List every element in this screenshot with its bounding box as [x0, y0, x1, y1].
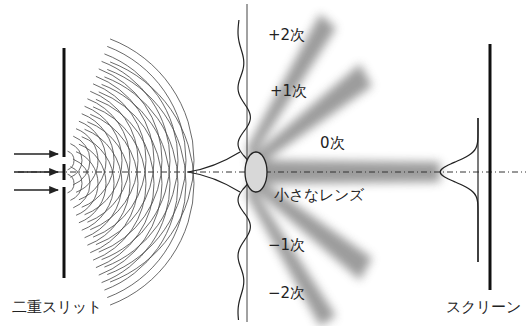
wavefront-arc [104, 54, 178, 267]
wavefront-arc [110, 39, 194, 282]
wavefront-arc [96, 99, 154, 267]
order-label: −1次 [268, 236, 305, 254]
wavefront-arc [99, 92, 162, 275]
wavefront-arc [68, 174, 74, 193]
part-label: 二重スリット [12, 298, 102, 316]
incident-arrows [14, 154, 58, 190]
order-label: −2次 [268, 284, 305, 302]
wavefronts [68, 39, 194, 305]
wavefront-arc [102, 84, 170, 282]
wavefront-arc [110, 62, 194, 305]
screen [489, 44, 492, 290]
part-label: スクリーン [446, 298, 521, 316]
screen-intensity-peak [440, 118, 478, 262]
order-label: 0次 [320, 134, 345, 152]
order-label: +2次 [268, 26, 305, 44]
wavefront-arc [96, 76, 154, 244]
wavefront-arc [82, 114, 114, 208]
wavefront-arc [104, 77, 178, 290]
wavefront-arc [93, 107, 146, 260]
double-slit [63, 48, 66, 278]
wavefront-arc [79, 144, 106, 223]
wavefront-arc [93, 84, 146, 237]
wavefront-arc [90, 114, 138, 252]
wavefront-arc [73, 159, 90, 208]
wavefront-arc [82, 137, 114, 231]
wavefront-arc [70, 167, 82, 201]
optical-axis [18, 172, 526, 173]
wavefront-arc [107, 46, 186, 274]
order-label: 小さなレンズ [274, 186, 364, 204]
central-peak [188, 152, 240, 192]
wavefront-arc [107, 69, 186, 297]
wavefront-arc [85, 129, 122, 237]
wavefront-arc [76, 152, 98, 216]
wavefront-arc [76, 129, 98, 193]
minus-two-beam [246, 186, 336, 326]
small-lens [245, 152, 267, 192]
diffraction-beams [246, 14, 440, 326]
order-label: +1次 [270, 82, 307, 100]
